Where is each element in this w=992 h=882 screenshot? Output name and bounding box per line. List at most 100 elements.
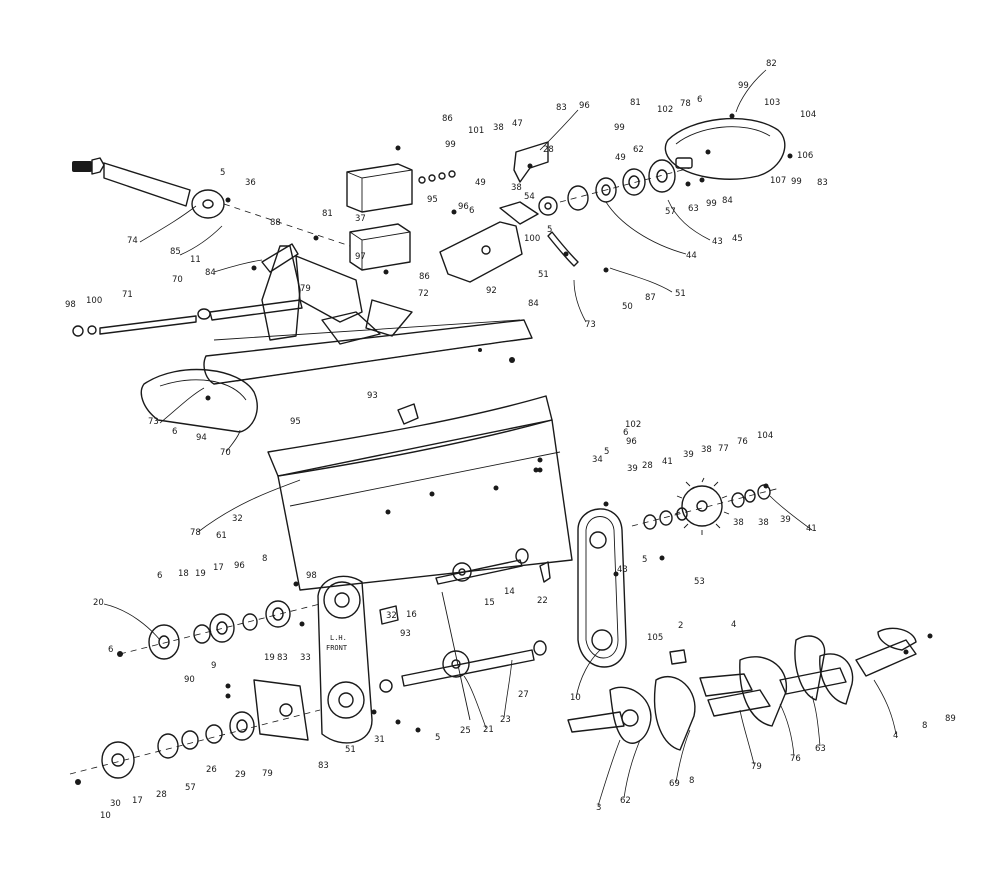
part-callout: 38 <box>493 123 504 133</box>
part-callout: 98 <box>306 571 317 581</box>
part-callout: 103 <box>764 98 780 108</box>
part-callout: 41 <box>806 524 817 534</box>
part-callout: 4 <box>893 731 898 741</box>
part-callout: 70 <box>220 448 231 458</box>
part-callout: 89 <box>945 714 956 724</box>
part-callout: 38 <box>511 183 522 193</box>
part-callout: 32 <box>386 611 397 621</box>
part-callout: 28 <box>543 145 554 155</box>
stamp-line: L.H. <box>330 634 347 642</box>
part-callout: 99 <box>791 177 802 187</box>
part-callout: 72 <box>418 289 429 299</box>
part-callout: 17 <box>132 796 143 806</box>
part-callout: 84 <box>722 196 733 206</box>
part-callout: 10 <box>100 811 111 821</box>
part-callout: 90 <box>184 675 195 685</box>
part-callout: 99 <box>445 140 456 150</box>
part-callout: 92 <box>486 286 497 296</box>
part-callout: 85 <box>170 247 181 257</box>
part-callout: 39 <box>683 450 694 460</box>
part-callout: 39 <box>780 515 791 525</box>
washer-stack-right <box>631 484 781 530</box>
part-callout: 62 <box>620 796 631 806</box>
part-callout: 26 <box>206 765 217 775</box>
part-callout: 95 <box>427 195 438 205</box>
part-callout: 98 <box>65 300 76 310</box>
part-callout: 78 <box>680 99 691 109</box>
part-callout: 34 <box>592 455 603 465</box>
part-callout: 6 <box>157 571 162 581</box>
part-callout: 23 <box>500 715 511 725</box>
part-callout: 79 <box>262 769 273 779</box>
part-callout: 30 <box>110 799 121 809</box>
bearing-stack-top <box>559 157 693 211</box>
part-callout: 93 <box>400 629 411 639</box>
part-callout: 53 <box>694 577 705 587</box>
part-callout: 8 <box>689 776 694 786</box>
part-callout: 88 <box>270 218 281 228</box>
part-callout: 6 <box>697 95 702 105</box>
right-chain-case <box>577 508 627 668</box>
drive-shaft <box>72 157 351 247</box>
part-callout: 51 <box>345 745 356 755</box>
part-callout: 28 <box>156 790 167 800</box>
part-callout: 6 <box>469 206 474 216</box>
side-shield <box>664 113 786 180</box>
part-callout: 2 <box>678 621 683 631</box>
part-callout: 104 <box>757 431 773 441</box>
part-callout: 104 <box>800 110 816 120</box>
part-callout: 33 <box>300 653 311 663</box>
part-callout: 28 <box>642 461 653 471</box>
tine-assembly <box>567 627 933 751</box>
part-callout: 45 <box>732 234 743 244</box>
part-callout: 8 <box>922 721 927 731</box>
part-callout: 73 <box>585 320 596 330</box>
part-callout: 43 <box>617 565 628 575</box>
part-callout: 99 <box>738 81 749 91</box>
part-callout: 6 <box>172 427 177 437</box>
part-callout: 25 <box>460 726 471 736</box>
part-callout: 37 <box>355 214 366 224</box>
part-callout: 74 <box>127 236 138 246</box>
part-callout: 19 <box>264 653 275 663</box>
part-callout: 57 <box>185 783 196 793</box>
part-callout: 84 <box>205 268 216 278</box>
part-callout: 18 <box>178 569 189 579</box>
part-callout: 20 <box>93 598 104 608</box>
part-callout: 29 <box>235 770 246 780</box>
part-callout: 62 <box>633 145 644 155</box>
part-callout: 21 <box>483 725 494 735</box>
part-callout: 73 <box>148 417 159 427</box>
gear-housing <box>346 163 456 271</box>
part-callout: 86 <box>442 114 453 124</box>
part-callout: 44 <box>686 251 697 261</box>
part-callout: 5 <box>547 225 552 235</box>
tine-bracket <box>213 243 521 345</box>
part-callout: 94 <box>196 433 207 443</box>
part-callout: 99 <box>706 199 717 209</box>
part-callout: 81 <box>630 98 641 108</box>
part-callout: 10 <box>570 693 581 703</box>
part-callout: 97 <box>355 252 366 262</box>
bearing-set-left <box>117 600 321 660</box>
part-callout: 47 <box>512 119 523 129</box>
left-chain-case: L.H. FRONT <box>317 575 373 744</box>
part-callout: 8 <box>262 554 267 564</box>
part-callout: 76 <box>790 754 801 764</box>
part-callout: 61 <box>216 531 227 541</box>
part-callout: 19 <box>195 569 206 579</box>
part-callout: 22 <box>537 596 548 606</box>
part-callout: 63 <box>688 204 699 214</box>
part-callout: 83 <box>277 653 288 663</box>
part-callout: 51 <box>675 289 686 299</box>
part-callout: 70 <box>172 275 183 285</box>
part-callout: 63 <box>815 744 826 754</box>
part-callout: 105 <box>647 633 663 643</box>
part-callout: 15 <box>484 598 495 608</box>
hardware-fasteners <box>225 145 793 733</box>
tine-shafts <box>379 548 551 721</box>
part-callout: 31 <box>374 735 385 745</box>
part-callout: 41 <box>662 457 673 467</box>
part-callout: 101 <box>468 126 484 136</box>
